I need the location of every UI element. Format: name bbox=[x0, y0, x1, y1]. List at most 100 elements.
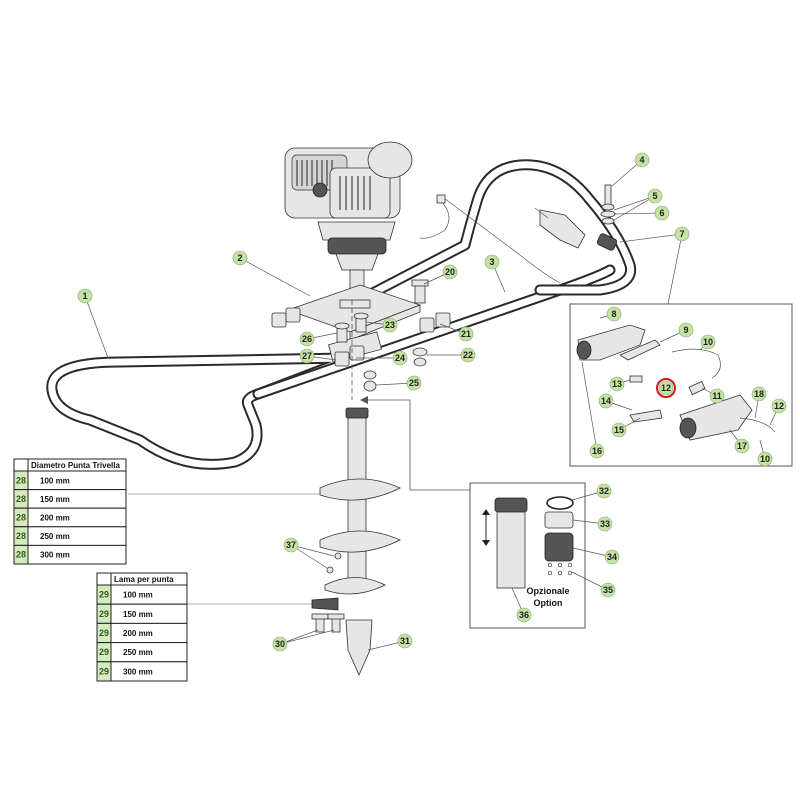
drill-table-header: Diametro Punta Trivella bbox=[31, 461, 120, 470]
callout-number: 6 bbox=[659, 208, 664, 218]
callout-bubble bbox=[598, 393, 614, 409]
callout-bubble bbox=[484, 254, 500, 270]
callout-bubble bbox=[232, 250, 248, 266]
callout-number: 11 bbox=[712, 391, 722, 401]
callout-bubble bbox=[283, 537, 299, 553]
callout-25: 25 bbox=[406, 375, 422, 391]
callout-15: 15 bbox=[611, 422, 627, 438]
callout-21: 21 bbox=[458, 326, 474, 342]
callout-number: 3 bbox=[489, 257, 494, 267]
callout-bubble bbox=[647, 188, 663, 204]
callout-number: 2 bbox=[237, 253, 242, 263]
size-label: 200 mm bbox=[40, 514, 70, 523]
callout-number: 5 bbox=[652, 191, 657, 201]
callout-36: 36 bbox=[516, 607, 532, 623]
size-label: 150 mm bbox=[123, 610, 153, 619]
guide-lines bbox=[128, 300, 470, 605]
callout-number: 8 bbox=[611, 309, 616, 319]
size-label: 100 mm bbox=[40, 476, 70, 485]
callout-6: 6 bbox=[654, 205, 670, 221]
callout-number: 10 bbox=[703, 337, 713, 347]
part-code: 29 bbox=[99, 590, 109, 600]
size-label: 300 mm bbox=[40, 551, 70, 560]
part-code: 28 bbox=[16, 513, 26, 523]
part-code: 28 bbox=[16, 494, 26, 504]
fasteners bbox=[334, 184, 616, 392]
callout-9: 9 bbox=[678, 322, 694, 338]
callout-34: 34 bbox=[604, 549, 620, 565]
callout-number: 12 bbox=[774, 401, 784, 411]
callout-bubble bbox=[299, 348, 315, 364]
callout-number: 35 bbox=[603, 585, 613, 595]
callout-number: 20 bbox=[445, 267, 455, 277]
callout-bubble bbox=[654, 205, 670, 221]
callout-bubble bbox=[751, 386, 767, 402]
callout-8: 8 bbox=[606, 306, 622, 322]
callout-bubble bbox=[516, 607, 532, 623]
callout-bubble bbox=[604, 549, 620, 565]
callout-number: 23 bbox=[385, 320, 395, 330]
callout-bubble bbox=[757, 451, 773, 467]
callout-number: 36 bbox=[519, 610, 529, 620]
callout-bubble bbox=[397, 633, 413, 649]
callout-bubble bbox=[272, 636, 288, 652]
auger-bit bbox=[311, 407, 401, 676]
callout-26: 26 bbox=[299, 331, 315, 347]
callout-bubble bbox=[597, 516, 613, 532]
callout-33: 33 bbox=[597, 516, 613, 532]
callout-bubble bbox=[382, 317, 398, 333]
part-code: 28 bbox=[16, 550, 26, 560]
callout-bubble bbox=[709, 388, 725, 404]
engine-unit bbox=[284, 141, 450, 301]
callout-bubble bbox=[611, 422, 627, 438]
callout-bubble bbox=[634, 152, 650, 168]
callout-number: 14 bbox=[601, 396, 611, 406]
size-label: 250 mm bbox=[40, 532, 70, 541]
part-code: 29 bbox=[99, 609, 109, 619]
part-code: 29 bbox=[99, 666, 109, 676]
callout-bubble bbox=[606, 306, 622, 322]
callout-10: 10 bbox=[700, 334, 716, 350]
table-row: 28 300 mm bbox=[13, 544, 127, 565]
callout-bubble bbox=[299, 331, 315, 347]
callout-number: 30 bbox=[275, 639, 285, 649]
callout-number: 22 bbox=[463, 350, 473, 360]
callout-31: 31 bbox=[397, 633, 413, 649]
callout-18: 18 bbox=[751, 386, 767, 402]
callout-number: 26 bbox=[302, 334, 312, 344]
callout-bubble bbox=[442, 264, 458, 280]
callout-16: 16 bbox=[589, 443, 605, 459]
callout-7: 7 bbox=[674, 226, 690, 242]
callout-bubble bbox=[460, 347, 476, 363]
callout-number: 10 bbox=[760, 454, 770, 464]
callout-bubble bbox=[600, 582, 616, 598]
table-row: 29 150 mm bbox=[96, 603, 188, 624]
option-label-en: Option bbox=[534, 598, 563, 608]
callout-bubble bbox=[392, 350, 408, 366]
callout-12: 12 bbox=[656, 378, 676, 398]
callout-17: 17 bbox=[734, 438, 750, 454]
callout-37: 37 bbox=[283, 537, 299, 553]
callout-bubble bbox=[77, 288, 93, 304]
callout-32: 32 bbox=[596, 483, 612, 499]
callout-number: 27 bbox=[302, 351, 312, 361]
callout-bubble bbox=[678, 322, 694, 338]
callout-bubble bbox=[734, 438, 750, 454]
part-code: 28 bbox=[16, 475, 26, 485]
callout-4: 4 bbox=[634, 152, 650, 168]
callout-13: 13 bbox=[609, 376, 625, 392]
callout-35: 35 bbox=[600, 582, 616, 598]
part-code: 29 bbox=[99, 628, 109, 638]
callout-number: 15 bbox=[614, 425, 624, 435]
callout-bubble bbox=[406, 375, 422, 391]
callout-number: 13 bbox=[612, 379, 622, 389]
callout-bubble bbox=[771, 398, 787, 414]
callout-12: 12 bbox=[771, 398, 787, 414]
